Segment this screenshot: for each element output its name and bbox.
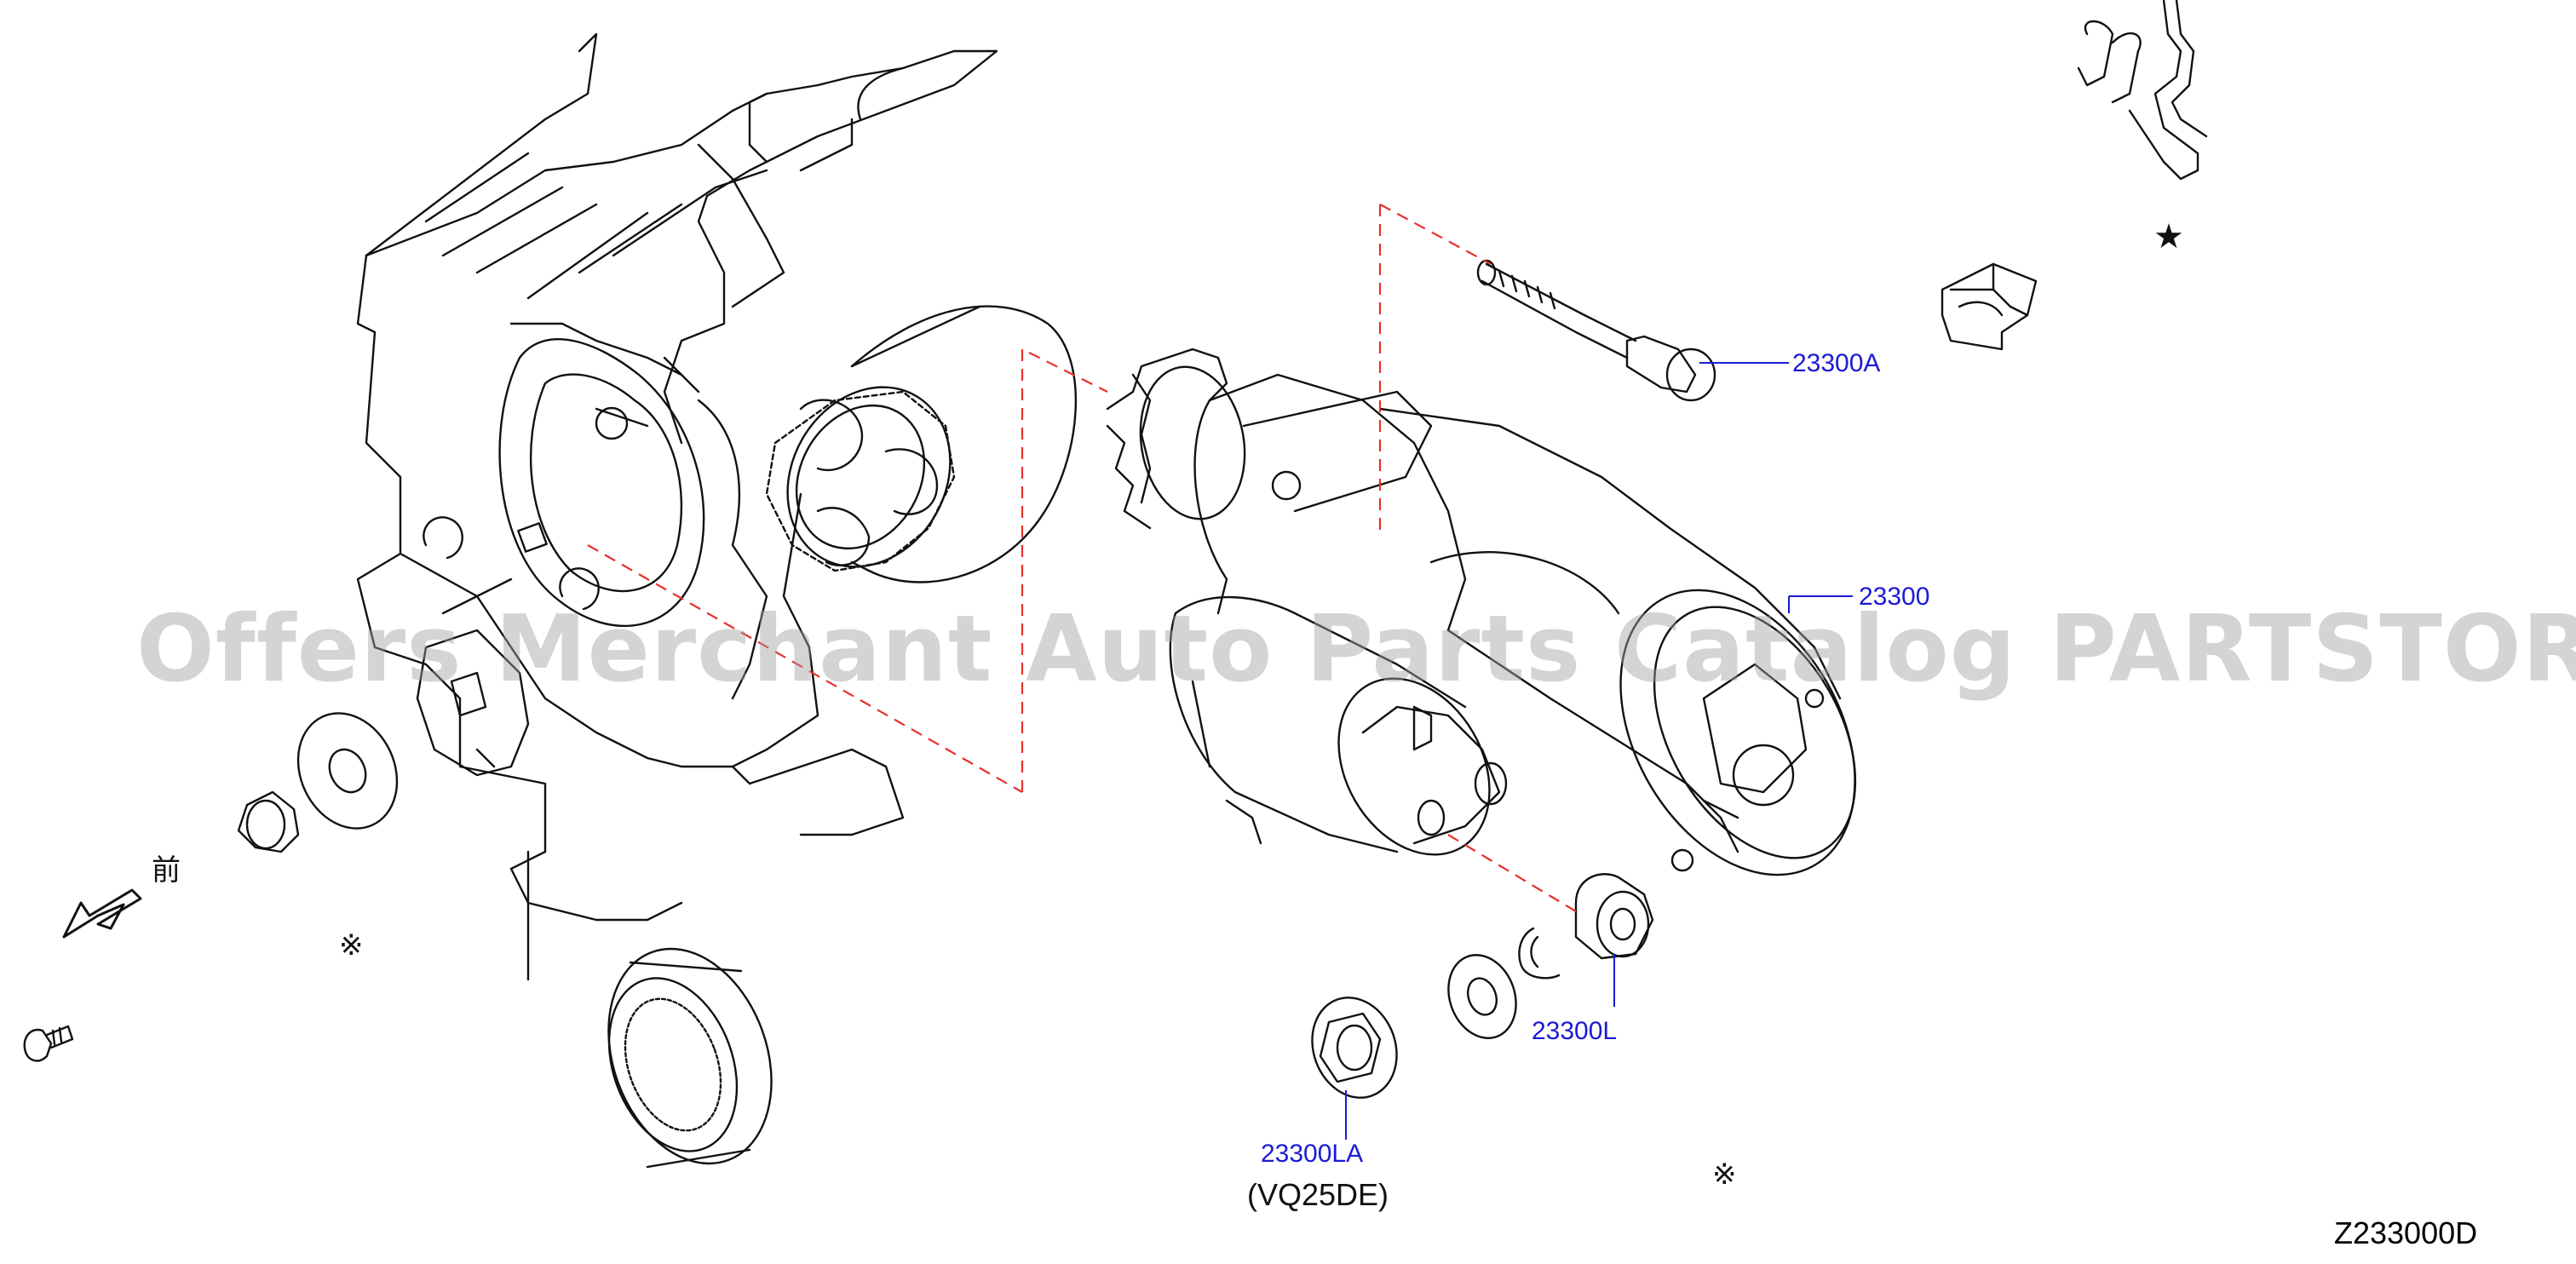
callout-23300LA[interactable]: 23300LA xyxy=(1261,1140,1364,1168)
variant-note: (VQ25DE) xyxy=(1247,1177,1389,1212)
reference-mark-icon: ※ xyxy=(339,928,364,962)
ring-gear xyxy=(607,947,773,1169)
transmission-housing xyxy=(356,32,998,981)
front-kanji: 前 xyxy=(152,853,181,888)
terminal-nut xyxy=(1574,873,1654,960)
reference-mark-icon: ※ xyxy=(1712,1158,1737,1192)
watermark-text: Offers Merchant Auto Parts Catalog PARTS… xyxy=(136,596,2576,703)
left-spacer xyxy=(237,790,300,853)
starter-motor xyxy=(1106,348,1857,876)
starter-nose-housing xyxy=(765,305,1078,583)
left-washer xyxy=(296,712,399,830)
left-bracket xyxy=(416,629,530,777)
callout-leaders xyxy=(1345,362,1853,1140)
diagram-id: Z233000D xyxy=(2334,1215,2478,1250)
harness-clip xyxy=(2077,0,2208,181)
circlip xyxy=(1518,927,1561,980)
star-mark-icon: ★ xyxy=(2153,217,2184,256)
callout-23300[interactable]: 23300 xyxy=(1859,583,1930,611)
starter-mounting-bolt xyxy=(1476,259,1716,402)
callout-23300A[interactable]: 23300A xyxy=(1792,349,1881,377)
alignment-leaders xyxy=(587,204,1577,912)
rubber-block xyxy=(1941,262,2038,351)
callout-23300L[interactable]: 23300L xyxy=(1532,1017,1618,1045)
washer xyxy=(1447,954,1517,1039)
front-direction-arrow-icon xyxy=(62,888,142,939)
terminal-nut-alt xyxy=(1311,997,1398,1099)
screw xyxy=(23,1025,74,1062)
